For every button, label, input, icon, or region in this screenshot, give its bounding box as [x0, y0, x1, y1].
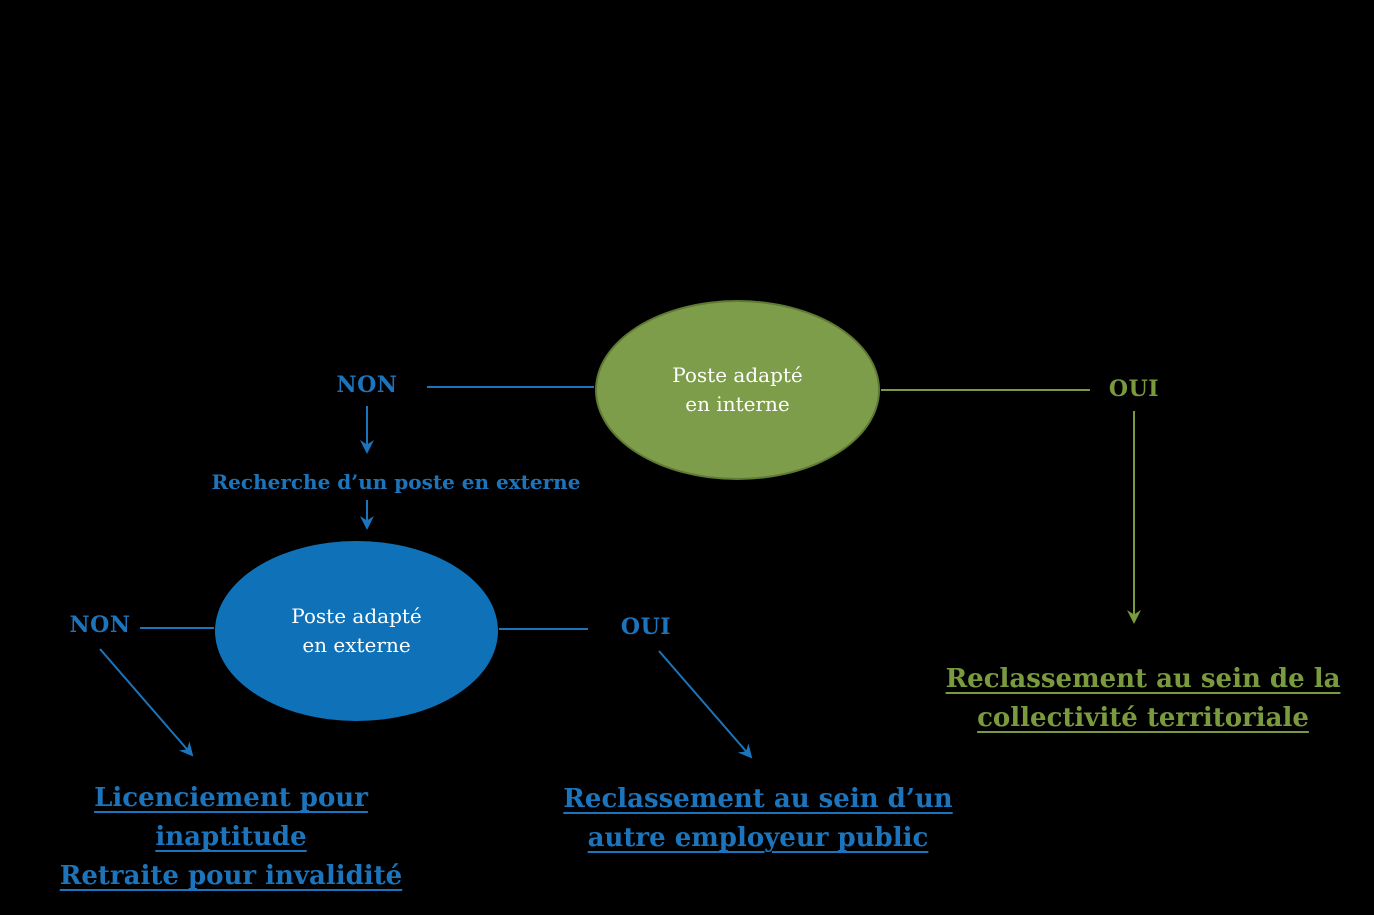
- label-non-bottom: NON: [69, 612, 131, 638]
- label-oui-top: OUI: [1108, 376, 1160, 402]
- outcome-collectivite-line1: Reclassement au sein de la: [945, 664, 1341, 694]
- outcome-licenciement-line3: Retraite pour invalidité: [59, 861, 403, 891]
- label-non-top: NON: [336, 372, 398, 398]
- arrow-oui-bottom-to-autre-employeur: [658, 650, 753, 759]
- node-interne-line1: Poste adapté: [672, 363, 803, 387]
- outcome-autre-employeur-line1: Reclassement au sein d’un: [563, 784, 953, 814]
- arrow-non-bottom-to-licenciement: [99, 648, 194, 757]
- label-recherche-externe: Recherche d’un poste en externe: [211, 470, 581, 494]
- node-interne-line2: en interne: [685, 392, 790, 416]
- outcome-licenciement-line2: inaptitude: [155, 822, 307, 852]
- outcome-licenciement-line1: Licenciement pour: [94, 783, 368, 813]
- outcome-licenciement: Licenciement pour inaptitude Retraite po…: [60, 779, 402, 896]
- node-externe-line1: Poste adapté: [291, 604, 422, 628]
- label-oui-bottom: OUI: [620, 614, 672, 640]
- node-poste-adapte-externe: Poste adapté en externe: [215, 541, 498, 721]
- outcome-autre-employeur: Reclassement au sein d’un autre employeu…: [563, 780, 952, 858]
- node-externe-line2: en externe: [302, 633, 411, 657]
- outcome-collectivite: Reclassement au sein de la collectivité …: [946, 660, 1341, 738]
- outcome-collectivite-line2: collectivité territoriale: [977, 703, 1309, 733]
- outcome-autre-employeur-line2: autre employeur public: [587, 823, 929, 853]
- node-poste-adapte-interne: Poste adapté en interne: [595, 300, 880, 480]
